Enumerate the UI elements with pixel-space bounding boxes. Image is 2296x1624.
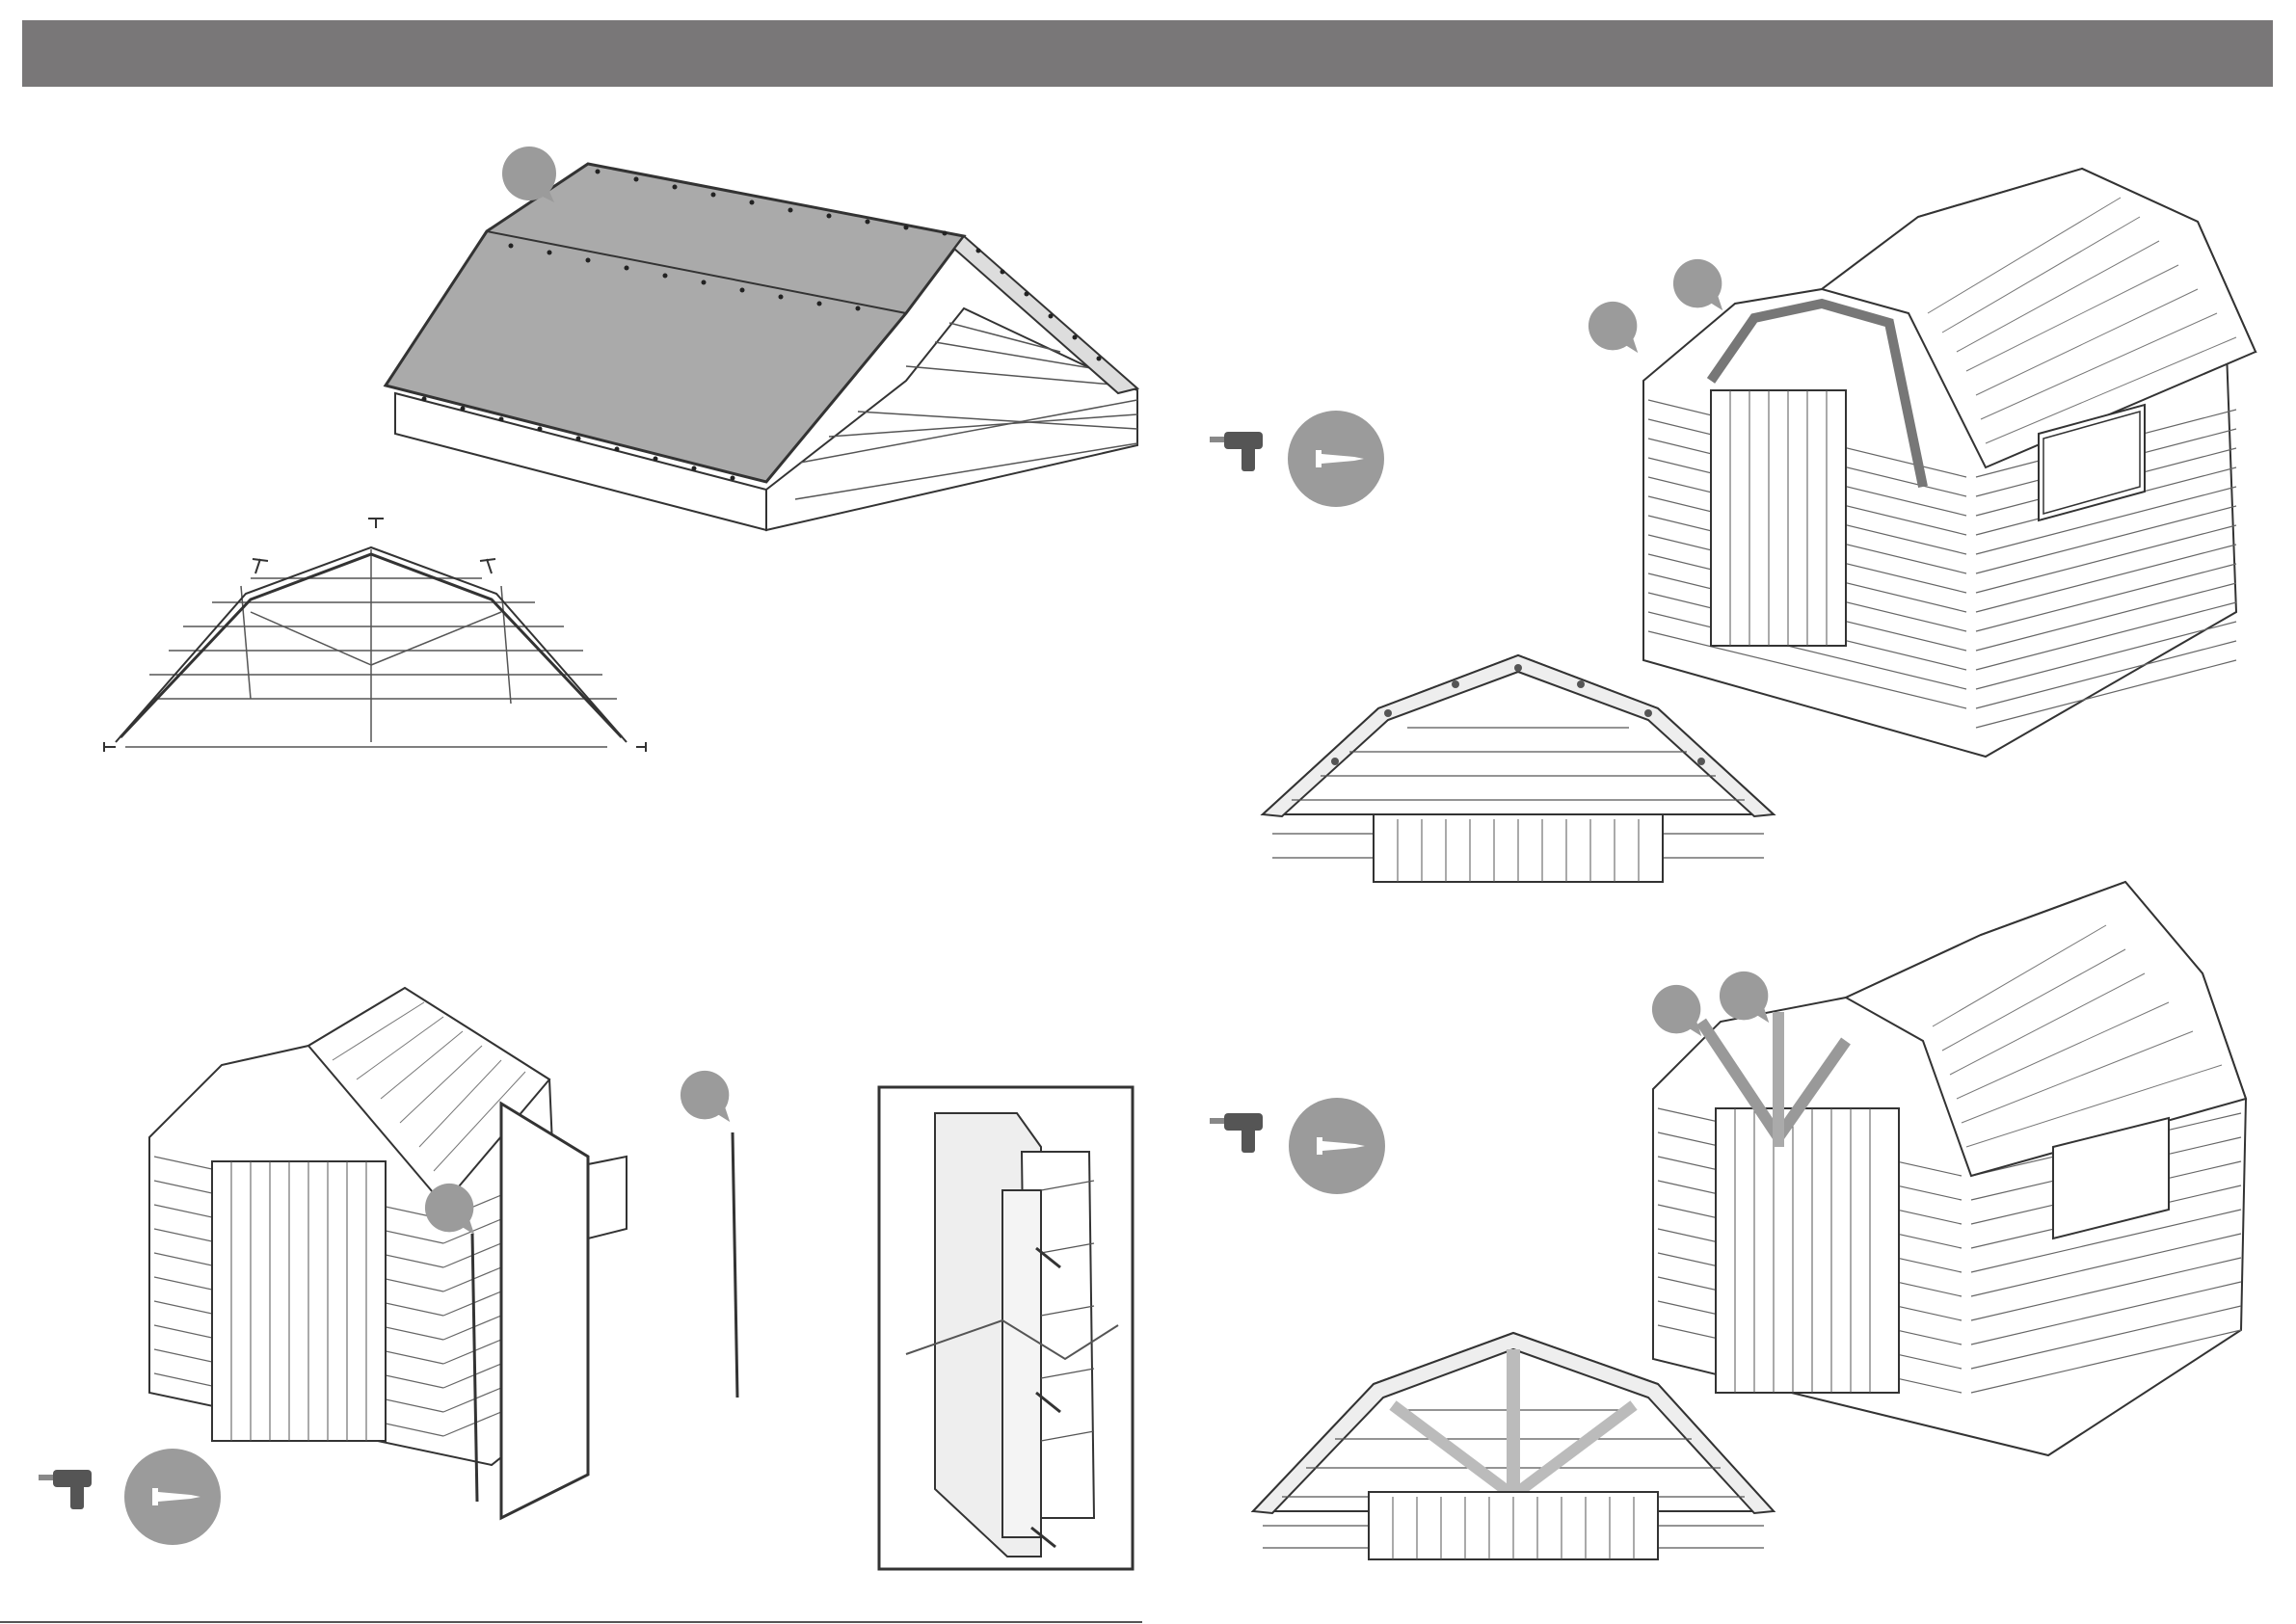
callout-step3-b: [424, 1183, 478, 1237]
callout-step2-b: [1672, 258, 1726, 312]
header-bar: [22, 20, 2273, 87]
screw-icon: [1288, 1097, 1386, 1195]
roof-cross-section: [96, 511, 655, 761]
footer-rule: [0, 1621, 1142, 1623]
gable-detail-step2: [1253, 651, 1783, 882]
step-felt-roof-illustration: [366, 145, 1157, 549]
power-drill-icon: [1205, 427, 1268, 475]
screw-icon: [123, 1448, 222, 1546]
callout-step2-a: [1588, 301, 1642, 355]
gable-detail-step4: [1248, 1328, 1783, 1559]
callout-step1: [500, 146, 558, 204]
screw-icon: [1287, 410, 1385, 508]
power-drill-icon: [34, 1465, 96, 1513]
callout-step4-a: [1651, 984, 1705, 1038]
corner-detail-zoom: [501, 1084, 1137, 1571]
power-drill-icon: [1205, 1108, 1268, 1157]
callout-step4-b: [1719, 971, 1773, 1025]
